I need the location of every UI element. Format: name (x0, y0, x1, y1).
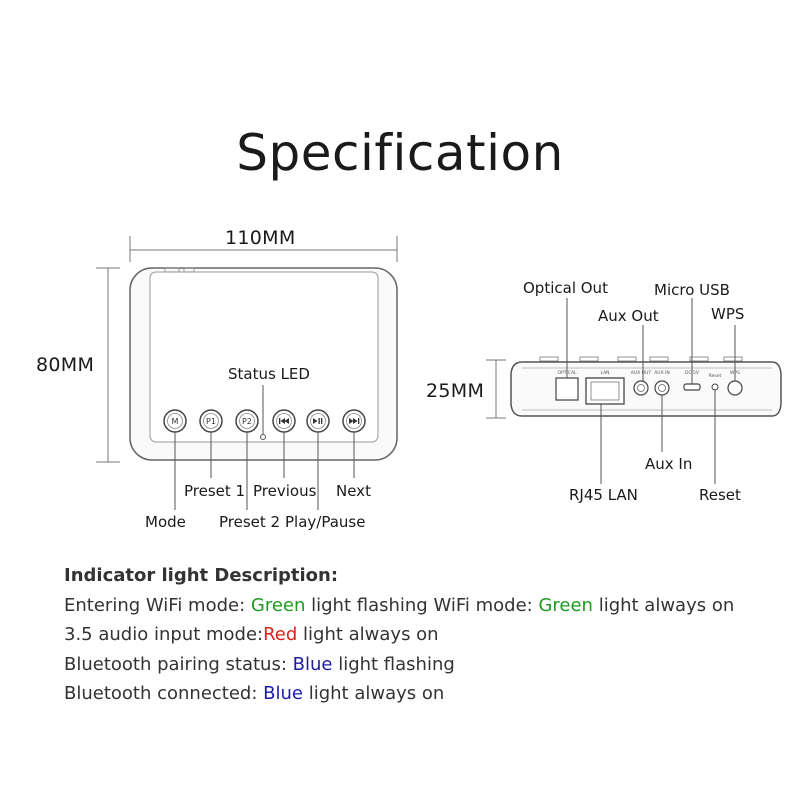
preset2-label: Preset 2 (219, 513, 281, 531)
indicator-text: light flashing WiFi mode: (305, 594, 539, 616)
status-led-dot (260, 434, 266, 440)
rj45-lan-label: RJ45 LAN (569, 486, 638, 504)
svg-text:Reset: Reset (709, 373, 722, 379)
width-dimension (129, 236, 398, 262)
play-pause-icon (313, 418, 323, 424)
front-buttons: M P1 P2 (163, 409, 366, 433)
side-callout-lines (566, 298, 736, 484)
side-top-bumps (539, 356, 743, 362)
indicator-text: Bluetooth connected: (64, 683, 264, 704)
previous-icon (279, 418, 289, 424)
height-label: 80MM (36, 354, 95, 376)
preset1-label: Preset 1 (184, 482, 246, 500)
side-height-dimension (486, 359, 506, 419)
micro-usb-label: Micro USB (654, 281, 730, 299)
indicator-description: Indicator light Description: Entering Wi… (64, 561, 734, 709)
reset-label: Reset (699, 486, 741, 504)
indicator-line-bt-pairing: Bluetooth pairing status: Blue light fla… (64, 650, 734, 680)
svg-text:LAN: LAN (600, 370, 609, 376)
indicator-text: light always on (592, 594, 735, 616)
svg-text:AUX IN: AUX IN (654, 370, 670, 376)
indicator-text: light always on (297, 624, 439, 645)
mode-label: Mode (145, 513, 186, 531)
previous-label: Previous (253, 482, 317, 500)
reset-hole (711, 383, 719, 391)
preset2-button-icon: P2 (242, 417, 252, 426)
aux-out-jack (633, 380, 649, 396)
indicator-text: 3.5 audio input mode: (64, 624, 264, 645)
indicator-text: light always on (303, 683, 445, 704)
wps-button[interactable] (727, 380, 743, 396)
status-led-label: Status LED (228, 365, 310, 383)
mode-button-icon: M (172, 417, 179, 426)
top-slot (164, 267, 180, 273)
height-dimension (96, 267, 120, 463)
blue-word: Blue (292, 653, 333, 675)
indicator-line-bt-connected: Bluetooth connected: Blue light always o… (64, 679, 734, 709)
indicator-text: Entering WiFi mode: (64, 594, 251, 616)
width-label: 110MM (225, 227, 296, 249)
red-word: Red (263, 624, 298, 645)
side-height-label: 25MM (426, 380, 485, 402)
green-word: Green (538, 594, 593, 616)
indicator-text: Bluetooth pairing status: (64, 653, 293, 675)
green-word: Green (250, 594, 306, 616)
optical-port (555, 377, 579, 401)
indicator-heading: Indicator light Description: (64, 565, 339, 586)
aux-in-jack (654, 380, 670, 396)
svg-text:AUX OUT: AUX OUT (631, 370, 652, 376)
top-slot (183, 267, 195, 273)
aux-in-label: Aux In (645, 455, 693, 473)
next-icon (349, 418, 360, 424)
device-front-panel (149, 271, 379, 443)
indicator-line-wifi: Entering WiFi mode: Green light flashing… (64, 591, 734, 621)
wps-label: WPS (711, 305, 745, 323)
indicator-line-aux: 3.5 audio input mode:Red light always on (64, 620, 734, 650)
next-label: Next (336, 482, 371, 500)
page-title: Specification (236, 124, 564, 182)
blue-word: Blue (263, 683, 303, 704)
indicator-text: light flashing (332, 653, 455, 675)
preset1-button-icon: P1 (206, 417, 216, 426)
front-callout-lines (174, 385, 355, 510)
optical-out-label: Optical Out (523, 279, 608, 297)
aux-out-label: Aux Out (598, 307, 659, 325)
micro-usb-port (683, 383, 701, 391)
play-pause-label: Play/Pause (285, 513, 366, 531)
